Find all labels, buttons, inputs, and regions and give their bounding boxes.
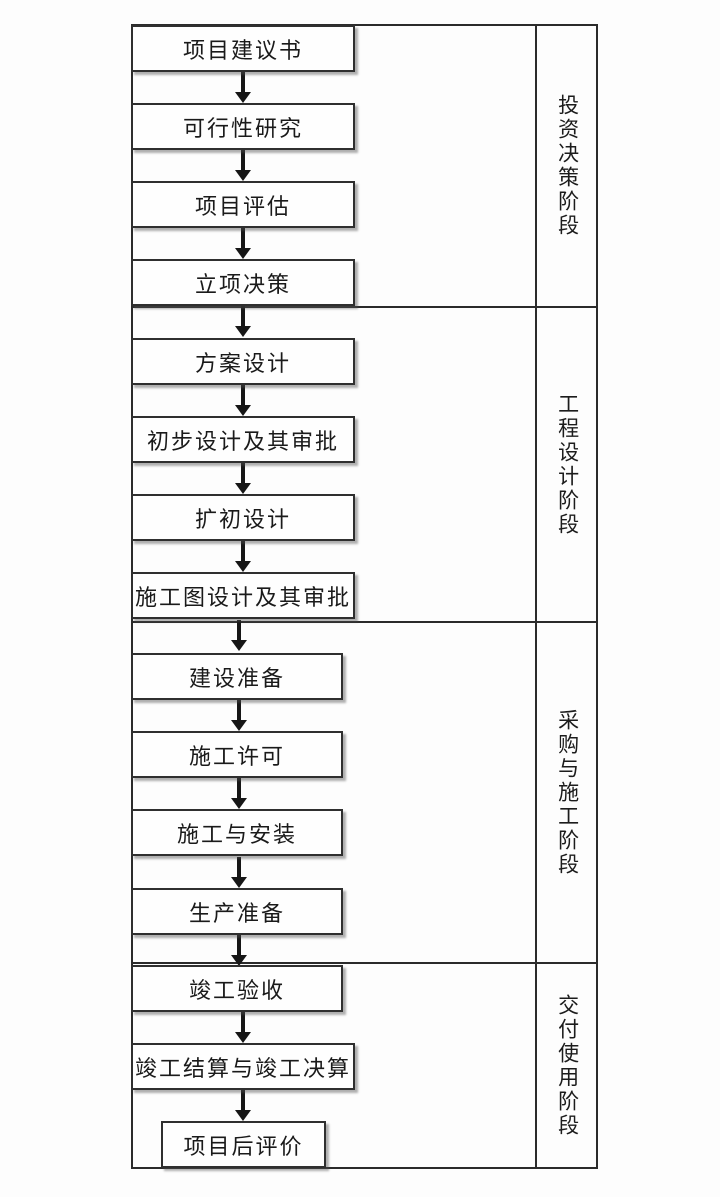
arrowhead-n2-n3 [235, 170, 251, 181]
connector-n6-n7 [241, 463, 245, 484]
process-node-scheme-design[interactable]: 方案设计 [131, 338, 355, 385]
process-node-label: 施工图设计及其审批 [134, 584, 351, 610]
phase-label: 投资决策阶段 [555, 94, 580, 238]
process-node-label: 项目建议书 [182, 37, 303, 63]
connector-n2-n3 [241, 150, 245, 171]
arrowhead-n3-n4 [235, 248, 251, 259]
phase-label: 交付使用阶段 [555, 993, 580, 1138]
arrowhead-n5-n6 [235, 405, 251, 416]
arrowhead-n9-n10 [231, 720, 247, 731]
process-node-label: 扩初设计 [194, 506, 291, 532]
phase-label: 采购与施工阶段 [555, 708, 580, 877]
process-node-label: 可行性研究 [182, 115, 303, 141]
process-node-construction-preparation[interactable]: 建设准备 [131, 653, 343, 700]
phase-cell-procurement-construction: 采购与施工阶段 [537, 623, 597, 962]
connector-n14-n15 [241, 1090, 245, 1111]
arrowhead-n6-n7 [235, 483, 251, 494]
process-node-production-preparation[interactable]: 生产准备 [131, 888, 343, 935]
process-node-feasibility-study[interactable]: 可行性研究 [131, 103, 355, 150]
arrowhead-n4-n5 [235, 326, 251, 337]
arrowhead-n10-n11 [231, 798, 247, 809]
table-top-border [131, 24, 598, 26]
table-divider-1 [131, 306, 598, 308]
connector-n3-n4 [241, 228, 245, 249]
process-node-label: 初步设计及其审批 [146, 428, 339, 454]
connector-n5-n6 [241, 385, 245, 406]
process-node-construction-permit[interactable]: 施工许可 [131, 731, 343, 778]
connector-n1-n2 [241, 72, 245, 93]
process-node-label: 方案设计 [194, 350, 291, 376]
table-right-border [596, 24, 598, 1169]
process-node-approval-decision[interactable]: 立项决策 [131, 259, 355, 306]
process-node-label: 生产准备 [188, 900, 285, 926]
arrowhead-n1-n2 [235, 92, 251, 103]
process-node-label: 项目评估 [194, 193, 291, 219]
process-node-label: 项目后评价 [183, 1133, 304, 1159]
process-node-final-settlement-accounts[interactable]: 竣工结算与竣工决算 [131, 1043, 355, 1090]
process-node-extended-preliminary-design[interactable]: 扩初设计 [131, 494, 355, 541]
arrowhead-n7-n8 [235, 561, 251, 572]
process-node-label: 建设准备 [188, 665, 285, 691]
table-column-divider [535, 24, 537, 1169]
phase-cell-investment-decision: 投资决策阶段 [537, 26, 597, 306]
process-node-construction-drawing-approval[interactable]: 施工图设计及其审批 [131, 572, 355, 619]
process-node-label: 施工许可 [188, 743, 285, 769]
process-node-label: 施工与安装 [176, 821, 297, 847]
phase-cell-handover-use: 交付使用阶段 [537, 964, 597, 1167]
phase-label: 工程设计阶段 [555, 392, 580, 537]
process-node-project-evaluation[interactable]: 项目评估 [131, 181, 355, 228]
connector-n8-n9 [237, 620, 241, 641]
connector-n10-n11 [237, 778, 241, 799]
process-node-preliminary-design-approval[interactable]: 初步设计及其审批 [131, 416, 355, 463]
connector-n4-n5 [241, 306, 245, 327]
process-node-label: 立项决策 [194, 271, 291, 297]
connector-n11-n12 [237, 857, 241, 878]
arrowhead-n12-n13 [231, 955, 247, 966]
connector-n12-n13 [237, 935, 241, 956]
process-node-label: 竣工结算与竣工决算 [134, 1055, 351, 1081]
process-node-project-proposal[interactable]: 项目建议书 [131, 25, 355, 72]
arrowhead-n14-n15 [235, 1110, 251, 1121]
process-node-construction-installation[interactable]: 施工与安装 [131, 809, 343, 856]
arrowhead-n13-n14 [235, 1032, 251, 1043]
process-node-label: 竣工验收 [188, 977, 285, 1003]
process-node-completion-acceptance[interactable]: 竣工验收 [131, 965, 343, 1012]
table-divider-3 [131, 962, 598, 964]
connector-n9-n10 [237, 700, 241, 721]
process-node-post-project-evaluation[interactable]: 项目后评价 [161, 1121, 326, 1168]
connector-n7-n8 [241, 541, 245, 562]
arrowhead-n8-n9 [231, 640, 247, 651]
table-divider-2 [131, 621, 598, 623]
arrowhead-n11-n12 [231, 877, 247, 888]
table-bottom-border [131, 1167, 598, 1169]
phase-cell-engineering-design: 工程设计阶段 [537, 308, 597, 621]
connector-n13-n14 [241, 1012, 245, 1033]
